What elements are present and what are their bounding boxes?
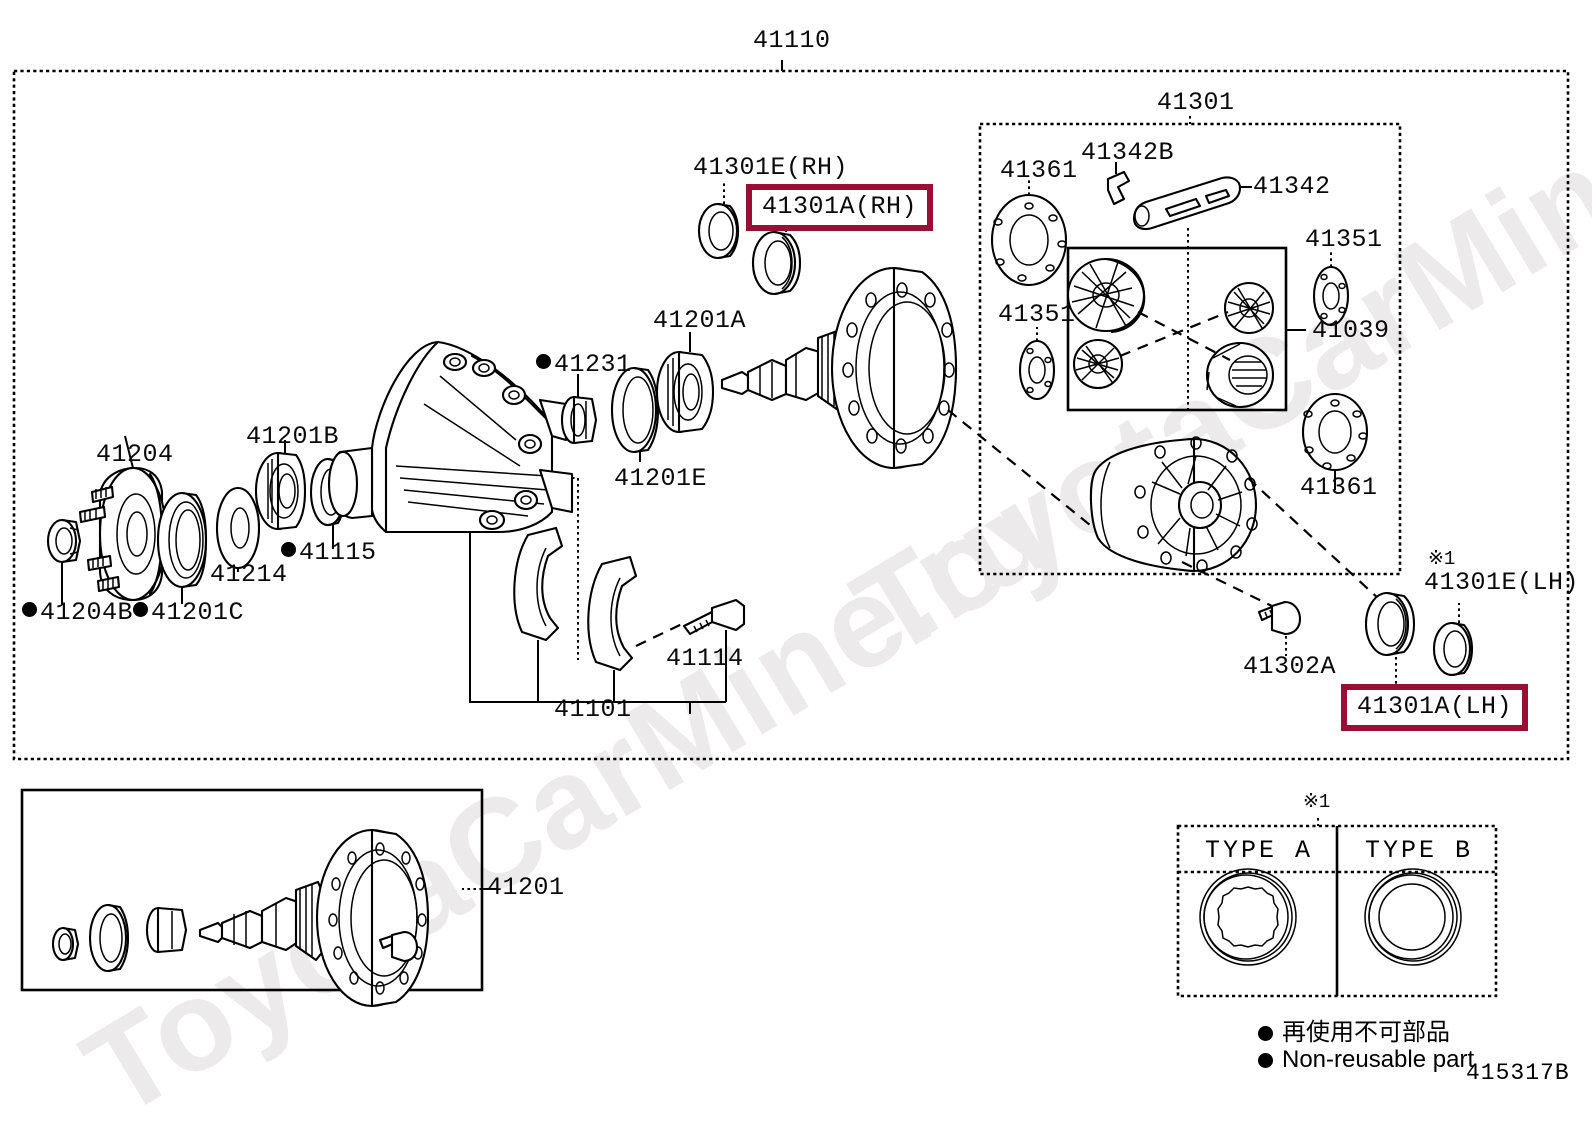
non-reusable-dot-icon (281, 542, 296, 557)
label-41201c: 41201C (133, 600, 244, 625)
non-reusable-dot-icon (1258, 1026, 1273, 1041)
label-41361-bottom: 41361 (1300, 473, 1378, 502)
label-41342: 41342 (1253, 172, 1331, 201)
label-41214: 41214 (210, 560, 288, 589)
label-41301a-lh-highlighted: 41301A(LH) (1341, 684, 1529, 731)
label-41115-text: 41115 (299, 538, 377, 567)
legend-japanese: 再使用不可部品 (1258, 1012, 1450, 1047)
label-41351-right: 41351 (1305, 225, 1383, 254)
legend-english: Non-reusable part (1258, 1046, 1474, 1074)
label-41351-left: 41351 (998, 300, 1076, 329)
label-41101: 41101 (554, 695, 632, 724)
label-41361-top: 41361 (1000, 156, 1078, 185)
diagram-artwork: .s{fill:none;stroke:#000;stroke-width:2.… (12, 60, 1570, 1008)
label-41204: 41204 (96, 440, 174, 469)
label-41301a-rh-highlighted: 41301A(RH) (746, 184, 934, 231)
label-41114: 41114 (666, 644, 744, 673)
label-41201e: 41201E (614, 464, 708, 493)
label-41301: 41301 (1157, 88, 1235, 117)
label-41110: 41110 (753, 26, 831, 55)
non-reusable-dot-icon (536, 354, 551, 369)
label-41204b-text: 41204B (40, 598, 134, 627)
label-41201b: 41201B (246, 422, 340, 451)
label-41342b: 41342B (1081, 138, 1175, 167)
label-41201c-text: 41201C (151, 598, 245, 627)
label-41201a: 41201A (653, 306, 747, 335)
label-41204b: 41204B (22, 600, 133, 625)
label-41201-inset: 41201 (487, 873, 565, 902)
label-41301e-lh: 41301E(LH) (1424, 568, 1580, 597)
label-41039: 41039 (1312, 316, 1390, 345)
label-41301e-rh: 41301E(RH) (693, 153, 849, 182)
legend-english-text: Non-reusable part (1282, 1046, 1475, 1073)
non-reusable-dot-icon (133, 602, 148, 617)
legend-japanese-text: 再使用不可部品 (1282, 1019, 1450, 1046)
type-a-header: TYPE A (1205, 836, 1314, 865)
non-reusable-dot-icon (22, 602, 37, 617)
note-star-lh: ※1 (1428, 548, 1456, 570)
label-41302a: 41302A (1243, 652, 1337, 681)
type-b-header: TYPE B (1365, 836, 1474, 865)
label-41231-text: 41231 (554, 350, 632, 379)
non-reusable-dot-icon (1258, 1053, 1273, 1068)
label-41231: 41231 (536, 352, 632, 377)
label-41115: 41115 (281, 540, 377, 565)
note-star-types: ※1 (1303, 791, 1331, 813)
drawing-number: 415317B (1466, 1060, 1570, 1086)
parts-diagram: ToyotaCarMine.ru ToyotaCarMine.ru .s{fil… (12, 0, 1592, 1144)
